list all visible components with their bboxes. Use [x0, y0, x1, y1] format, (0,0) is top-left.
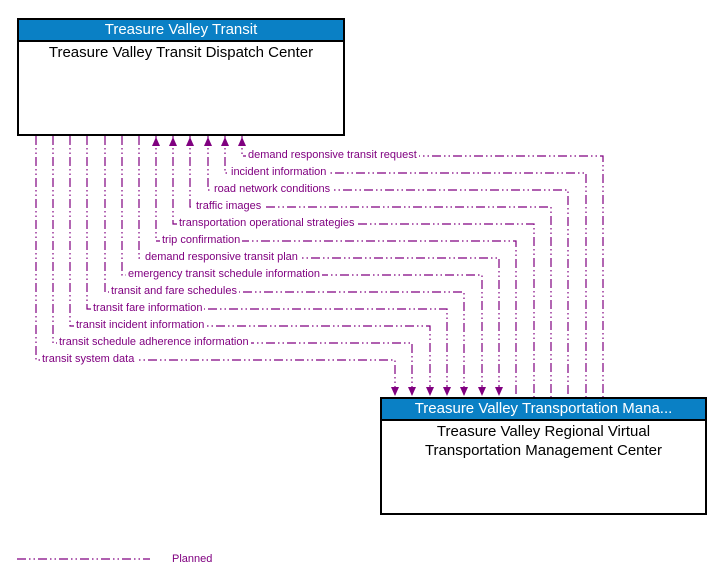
- flow-label-demand-responsive-transit-request[interactable]: demand responsive transit request: [246, 148, 419, 162]
- flow-label-road-network-conditions[interactable]: road network conditions: [212, 182, 333, 196]
- flow-label-transportation-operational-strategies[interactable]: transportation operational strategies: [177, 216, 357, 230]
- flow-arrowhead-traffic-images: [186, 137, 194, 146]
- flow-line-traffic-images: [189, 136, 552, 397]
- flow-arrowhead-incident-information: [221, 137, 229, 146]
- entity-box-regional-virtual-tmc[interactable]: Treasure Valley Transportation Mana... T…: [380, 397, 707, 515]
- flow-line-road-network-conditions: [207, 136, 569, 397]
- flow-arrowhead-transit-fare-information: [443, 387, 451, 396]
- flow-arrowhead-transit-schedule-adherence-information: [408, 387, 416, 396]
- flow-arrowhead-transit-incident-information: [426, 387, 434, 396]
- flow-line-trip-confirmation: [155, 136, 517, 397]
- flow-arrowhead-transportation-operational-strategies: [169, 137, 177, 146]
- flow-label-incident-information[interactable]: incident information: [229, 165, 329, 179]
- flow-line-incident-information: [224, 136, 587, 397]
- flow-label-traffic-images[interactable]: traffic images: [194, 199, 264, 213]
- flow-line-transit-and-fare-schedules: [104, 136, 465, 397]
- flow-arrowhead-emergency-transit-schedule-information: [478, 387, 486, 396]
- entity-box-transit-dispatch-center[interactable]: Treasure Valley Transit Treasure Valley …: [17, 18, 345, 136]
- flow-arrowhead-demand-responsive-transit-plan: [495, 387, 503, 396]
- flow-label-demand-responsive-transit-plan[interactable]: demand responsive transit plan: [143, 250, 300, 264]
- flow-label-transit-incident-information[interactable]: transit incident information: [74, 318, 207, 332]
- flow-line-demand-responsive-transit-plan: [138, 136, 500, 397]
- flow-label-transit-fare-information[interactable]: transit fare information: [91, 301, 205, 315]
- flow-label-transit-system-data[interactable]: transit system data: [40, 352, 137, 366]
- flow-line-transit-fare-information: [86, 136, 448, 397]
- flow-arrowhead-transit-and-fare-schedules: [460, 387, 468, 396]
- flow-line-transit-incident-information: [69, 136, 431, 397]
- entity-header-treasure-valley-transportation-management: Treasure Valley Transportation Mana...: [382, 399, 705, 421]
- flow-label-transit-schedule-adherence-information[interactable]: transit schedule adherence information: [57, 335, 251, 349]
- flow-label-transit-and-fare-schedules[interactable]: transit and fare schedules: [109, 284, 239, 298]
- flow-arrowhead-trip-confirmation: [152, 137, 160, 146]
- flow-line-transit-system-data: [35, 136, 396, 397]
- flow-arrowhead-road-network-conditions: [204, 137, 212, 146]
- entity-body-regional-virtual-tmc: Treasure Valley Regional Virtual Transpo…: [424, 423, 663, 459]
- flow-label-trip-confirmation[interactable]: trip confirmation: [160, 233, 243, 247]
- flow-arrowhead-demand-responsive-transit-request: [238, 137, 246, 146]
- flow-arrowhead-transit-system-data: [391, 387, 399, 396]
- entity-body-transit-dispatch-center: Treasure Valley Transit Dispatch Center: [48, 44, 314, 61]
- entity-header-treasure-valley-transit: Treasure Valley Transit: [19, 20, 343, 42]
- legend-label-planned: Planned: [172, 553, 213, 565]
- flow-label-emergency-transit-schedule-information[interactable]: emergency transit schedule information: [126, 267, 322, 281]
